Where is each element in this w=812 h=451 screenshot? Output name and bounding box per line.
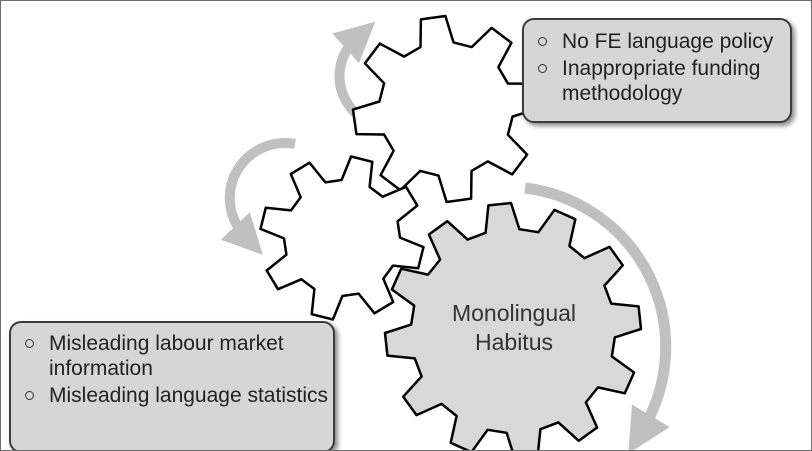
cycle-arrow-right <box>524 182 672 450</box>
center-gear-label-line2: Habitus <box>475 329 553 355</box>
center-gear-label: Monolingual Habitus <box>439 299 589 357</box>
list-item: Misleading language statistics <box>21 383 333 408</box>
list-item: Inappropriate funding methodology <box>534 56 790 106</box>
policy-issues-box: No FE language policy Inappropriate fund… <box>522 18 792 123</box>
information-issues-box: Misleading labour market information Mis… <box>9 321 335 450</box>
list-item: Misleading labour market information <box>21 331 333 381</box>
cycle-arrow-left <box>220 138 296 255</box>
gear-top <box>351 14 541 204</box>
gear-left <box>259 155 425 321</box>
list-item: No FE language policy <box>534 29 790 54</box>
gear-large <box>383 201 643 450</box>
center-gear-label-line1: Monolingual <box>451 300 577 326</box>
